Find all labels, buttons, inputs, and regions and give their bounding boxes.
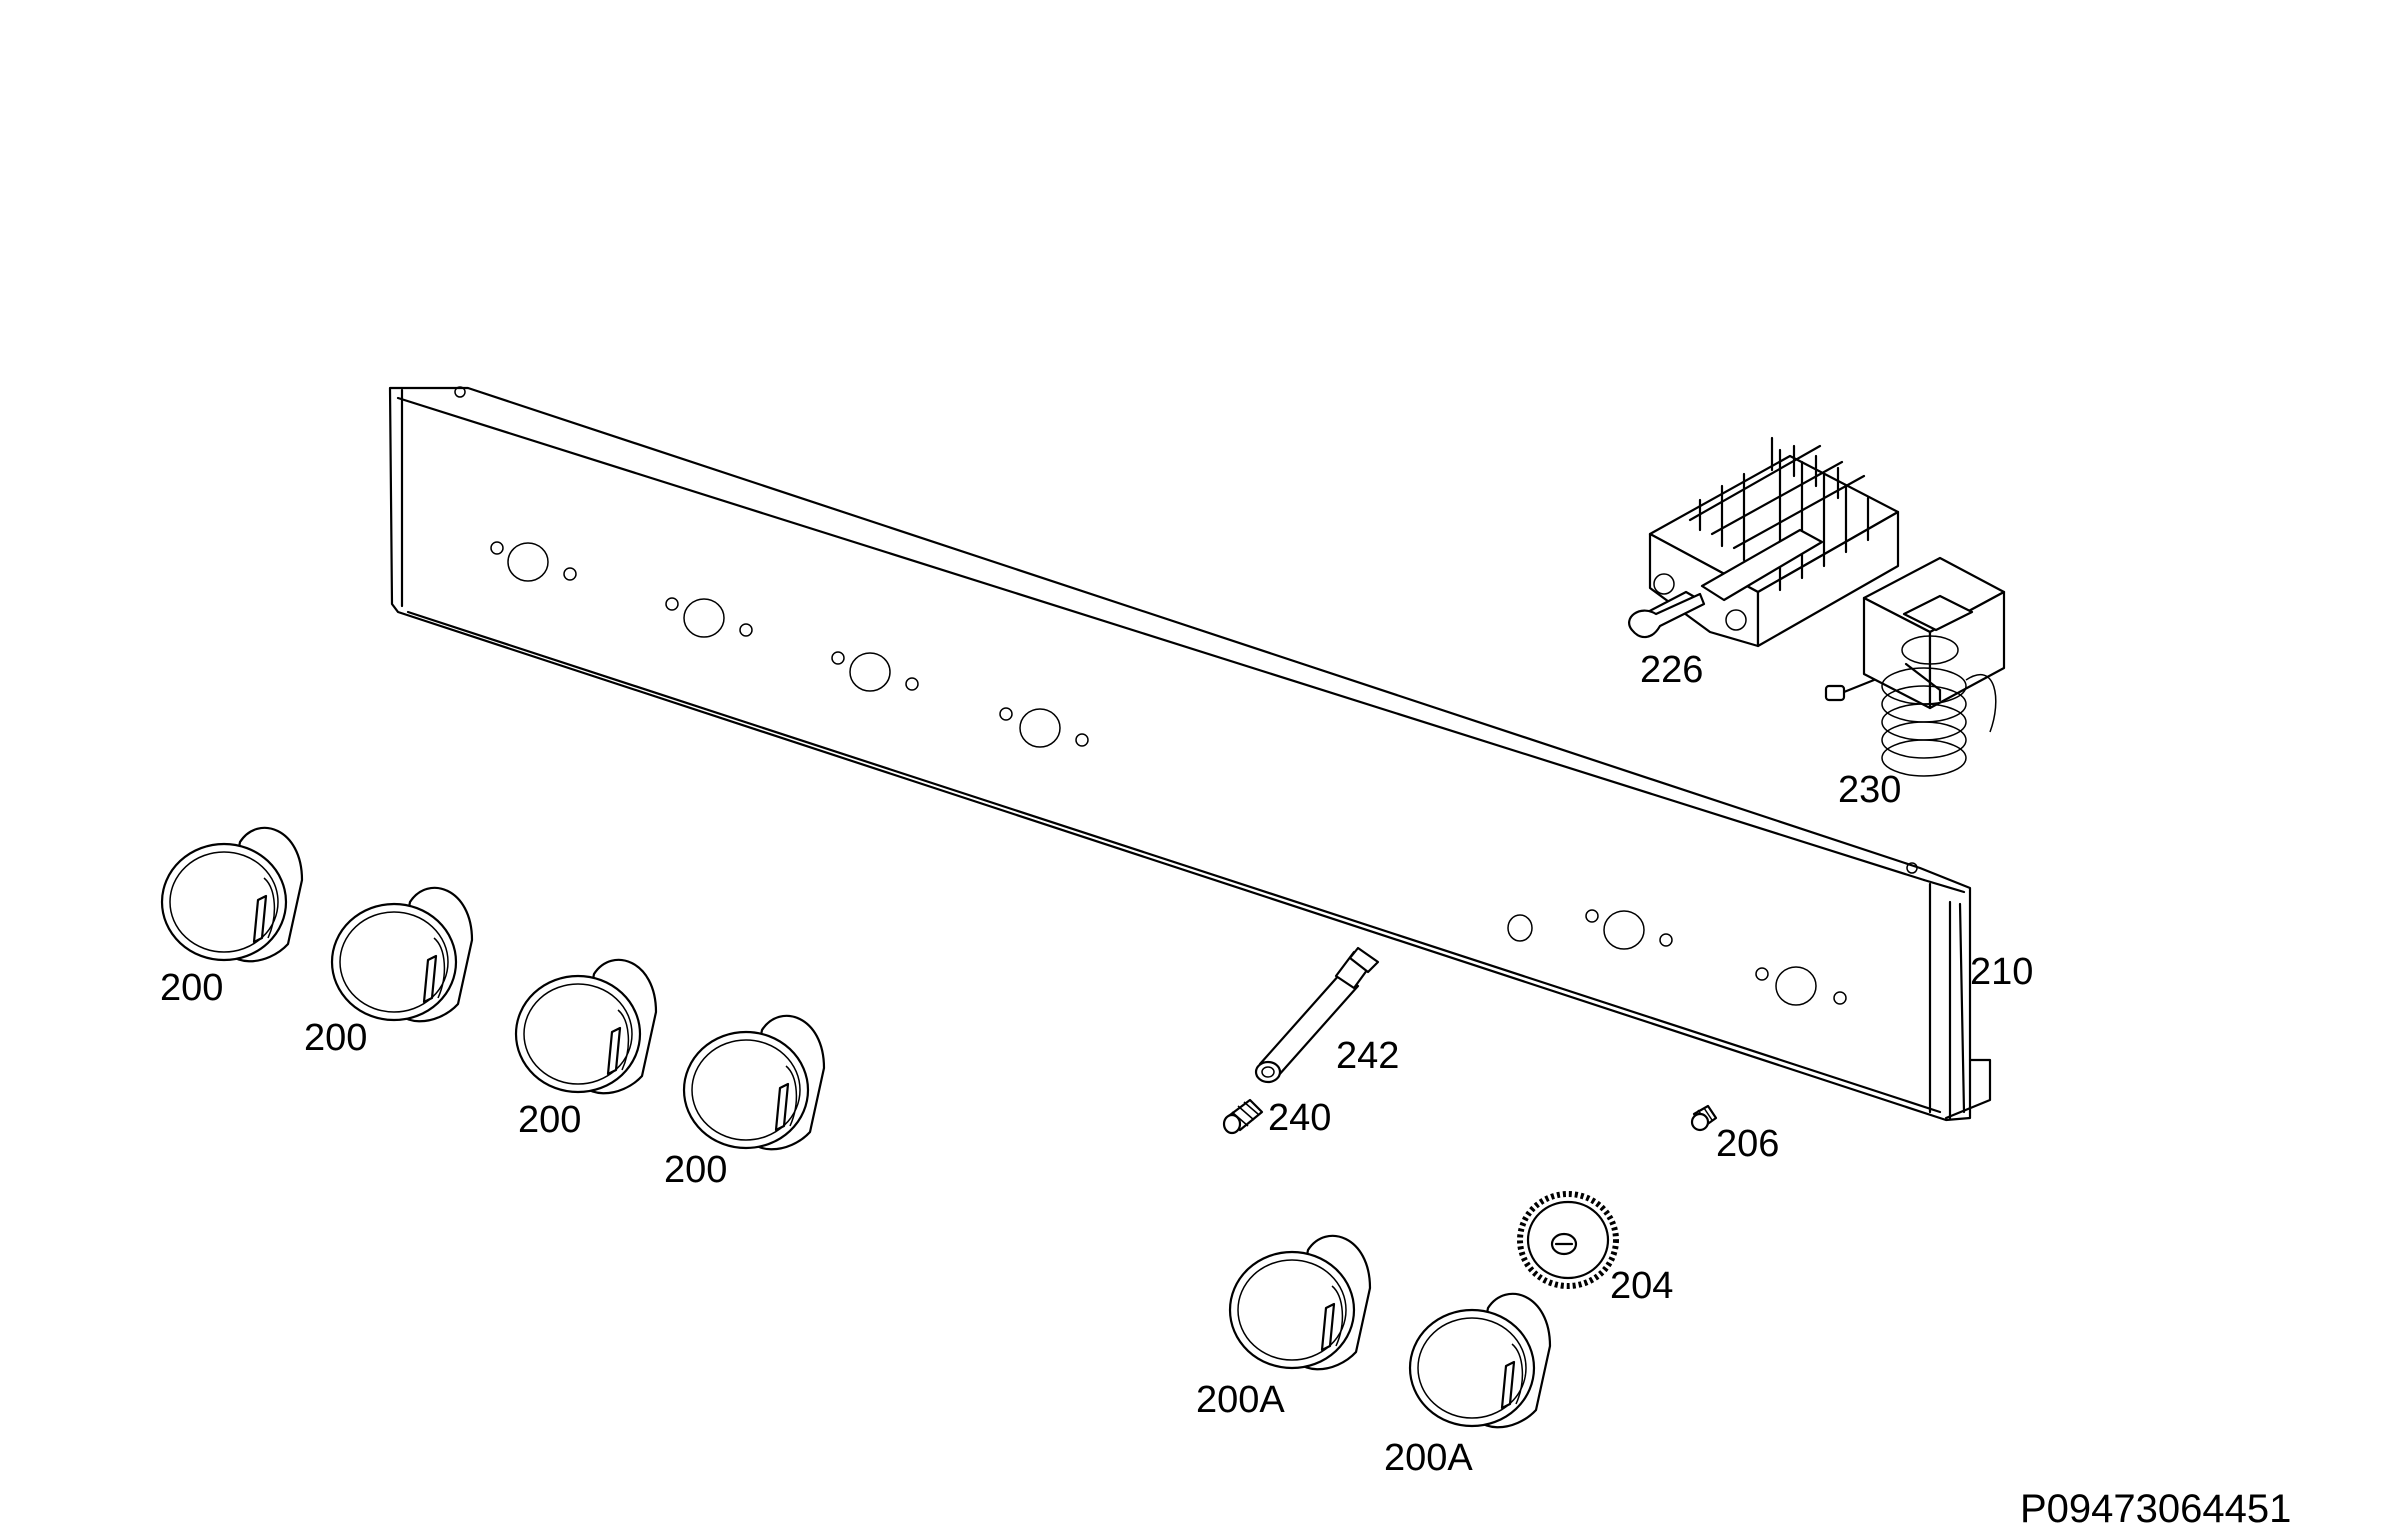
callout-210: 210: [1970, 951, 2033, 993]
panel-hole: [1507, 914, 1533, 942]
panel-hole: [999, 707, 1089, 748]
gear-disc: [1517, 1191, 1619, 1289]
panel-hole: [1755, 966, 1847, 1006]
callout-200: 200: [518, 1099, 581, 1141]
callout-200a: 200A: [1384, 1437, 1473, 1479]
thermostat: [1824, 556, 2006, 777]
knob-200a: [1228, 1234, 1372, 1371]
panel-hole: [1585, 909, 1673, 950]
spark-pin: [1254, 946, 1380, 1084]
callout-230: 230: [1838, 769, 1901, 811]
panel-hole: [831, 651, 919, 692]
callout-240: 240: [1268, 1097, 1331, 1139]
callout-206: 206: [1716, 1123, 1779, 1165]
document-id: P09473064451: [2020, 1487, 2291, 1531]
spring-240: [1222, 1098, 1264, 1135]
callout-200: 200: [160, 967, 223, 1009]
knob-200: [514, 958, 658, 1095]
callout-200: 200: [304, 1017, 367, 1059]
callout-226: 226: [1640, 649, 1703, 691]
panel-hole: [490, 541, 577, 582]
control-panel: [388, 386, 1992, 1122]
spring-206: [1690, 1104, 1718, 1132]
knob-200: [160, 826, 304, 963]
selector-switch: [1628, 436, 1900, 648]
panel-hole: [665, 597, 753, 638]
knob-200a: [1408, 1292, 1552, 1429]
knob-200: [682, 1014, 826, 1151]
knob-200: [330, 886, 474, 1023]
callout-242: 242: [1336, 1035, 1399, 1077]
callout-204: 204: [1610, 1265, 1673, 1307]
callout-200a: 200A: [1196, 1379, 1285, 1421]
callout-200: 200: [664, 1149, 727, 1191]
